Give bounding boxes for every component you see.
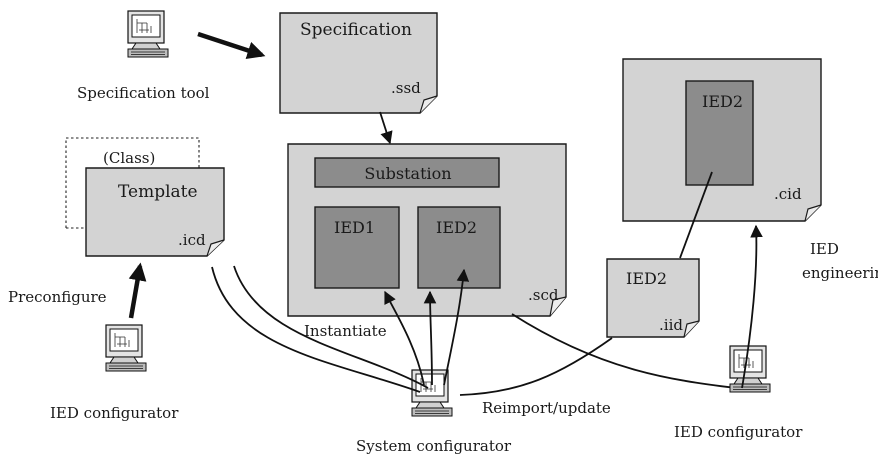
cid-doc-fold: [804, 204, 822, 222]
ied1-block: [314, 206, 400, 289]
flow-system-to-ied2a: [423, 290, 437, 386]
template-label: Template: [118, 182, 198, 202]
flow-iid-to-cid-ied2: [679, 171, 713, 259]
specification-label: Specification: [300, 20, 412, 40]
ssd-label: .ssd: [391, 79, 421, 97]
class-dotted-frame: [65, 137, 200, 228]
ied-configurator-left-label: IED configurator: [50, 404, 179, 422]
arrow-spec-tool-to-specification: [197, 31, 266, 60]
cid-label: .cid: [774, 185, 802, 203]
scd-doc-fold: [549, 296, 567, 317]
engineering-label: engineering: [802, 264, 878, 282]
ied-configurator-right-label: IED configurator: [674, 423, 803, 441]
ied2-cid-block: [685, 80, 754, 186]
flow-system-to-ied1: [384, 290, 425, 386]
flow-ied-configurator-to-cid: [741, 224, 763, 389]
flow-scd-to-ied-configurator: [511, 313, 737, 389]
computer-icon: [105, 324, 147, 372]
flow-icd-to-system-a: [211, 266, 421, 393]
preconfigure-label: Preconfigure: [8, 288, 107, 306]
scd-label: .scd: [528, 286, 559, 304]
computer-icon: [127, 10, 169, 58]
ied-label: IED: [810, 240, 839, 258]
flow-icd-to-system-b: [233, 265, 429, 389]
flow-iid-reimport: [459, 337, 613, 396]
iid-doc-fold: [683, 320, 700, 338]
class-label: (Class): [103, 149, 155, 167]
arrow-ssd-to-scd: [379, 111, 393, 145]
instantiate-label: Instantiate: [304, 322, 387, 340]
icd-label: .icd: [178, 231, 206, 249]
ied2-iid-label: IED2: [626, 269, 667, 288]
specification-tool-label: Specification tool: [77, 84, 210, 102]
substation-block: [314, 157, 500, 188]
iid-label: .iid: [659, 316, 683, 334]
substation-label: Substation: [364, 164, 451, 183]
system-configurator-label: System configurator: [356, 437, 512, 455]
ssd-doc-fold: [419, 95, 438, 114]
ied2-cid-label: IED2: [702, 92, 743, 111]
icd-doc-fold: [206, 239, 225, 257]
reimport-update-label: Reimport/update: [482, 399, 611, 417]
preconfigure-arrow: [128, 262, 147, 319]
ied1-label: IED1: [334, 218, 375, 237]
ied2-scd-label: IED2: [436, 218, 477, 237]
computer-icon: [729, 345, 771, 393]
flow-system-to-ied2b: [443, 268, 470, 386]
